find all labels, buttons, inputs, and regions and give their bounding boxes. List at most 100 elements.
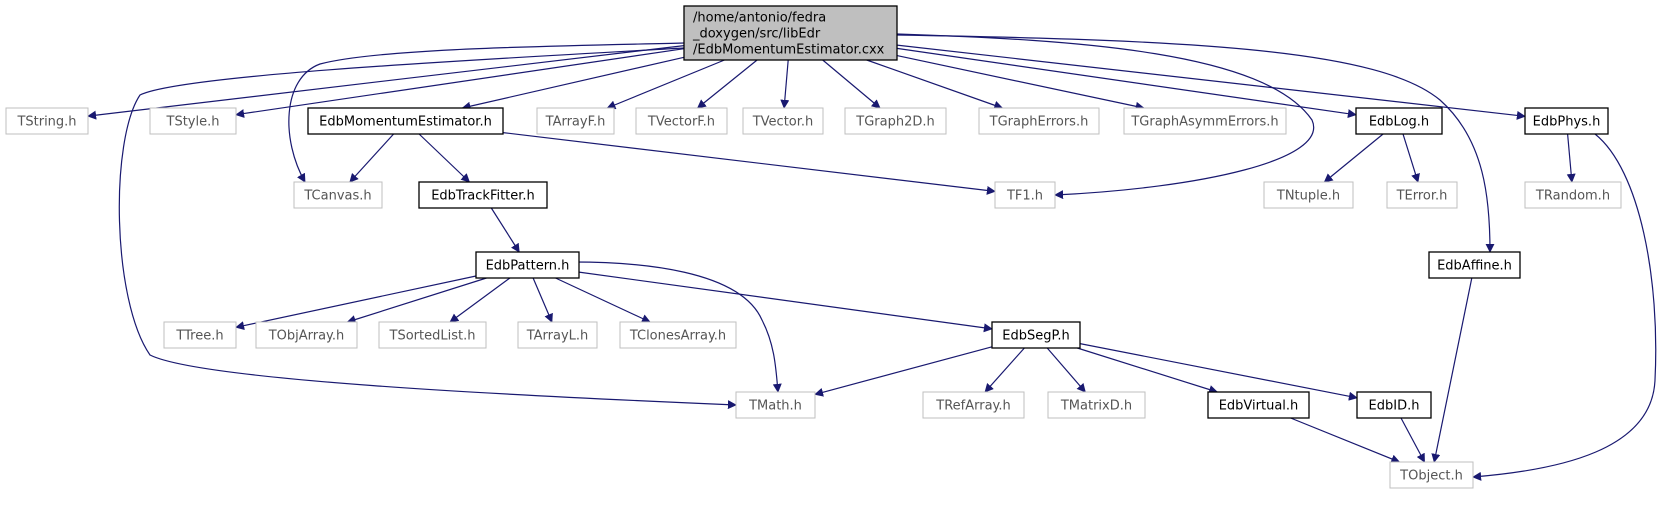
node-label: EdbPattern.h (486, 259, 570, 274)
node-box (1355, 107, 1443, 135)
node-EdbLog[interactable]: EdbLog.h (1355, 107, 1443, 135)
node-EdbVirtual[interactable]: EdbVirtual.h (1207, 391, 1310, 419)
edge-EdbLog-to-TError (1402, 133, 1420, 183)
edge-root-to-TVectorF (696, 59, 758, 109)
node-box (619, 321, 737, 349)
node-label: TClonesArray.h (629, 329, 726, 344)
node-label: TGraphAsymmErrors.h (1130, 115, 1278, 130)
node-label: TGraphErrors.h (989, 115, 1089, 130)
node-box (475, 251, 580, 279)
node-TF1[interactable]: TF1.h (994, 181, 1056, 209)
node-box (163, 321, 237, 349)
node-box (1524, 181, 1622, 209)
node-TCanvas[interactable]: TCanvas.h (293, 181, 383, 209)
root-file-node: /home/antonio/fedra_doxygen/src/libEdr/E… (683, 5, 898, 61)
node-EdbSegP[interactable]: EdbSegP.h (991, 321, 1081, 349)
node-TStyle[interactable]: TStyle.h (149, 107, 237, 135)
node-TRandom[interactable]: TRandom.h (1524, 181, 1622, 209)
edge-root-to-EdbPhys (896, 44, 1526, 120)
node-label: TRandom.h (1535, 189, 1610, 204)
node-TTree[interactable]: TTree.h (163, 321, 237, 349)
node-TNtuple[interactable]: TNtuple.h (1263, 181, 1354, 209)
node-label: EdbID.h (1369, 399, 1420, 414)
edge-root-to-TGraph2D (822, 59, 881, 109)
node-TGraph2D[interactable]: TGraph2D.h (844, 107, 947, 135)
node-box (536, 107, 615, 135)
edge-root-to-TF1 (896, 33, 1315, 200)
node-TArrayL[interactable]: TArrayL.h (517, 321, 598, 349)
node-label: TArrayL.h (526, 329, 589, 344)
edge-root-to-EdbAffine (896, 34, 1495, 253)
edge-EdbPhys-to-TRandom (1566, 133, 1576, 183)
node-label: TMath.h (748, 399, 802, 414)
node-label: EdbSegP.h (1002, 329, 1069, 344)
edge-EdbSegP-to-EdbID (1079, 343, 1358, 401)
root-file-label-line: _doxygen/src/libEdr (692, 27, 821, 42)
edge-EdbTrackFitter-to-EdbPattern (490, 207, 520, 253)
node-label: EdbAffine.h (1437, 259, 1512, 274)
edge-EdbSegP-to-EdbVirtual (1077, 347, 1219, 394)
node-EdbMomentumEstimator[interactable]: EdbMomentumEstimator.h (307, 107, 504, 135)
node-box (994, 181, 1056, 209)
node-label: TString.h (16, 115, 76, 130)
node-TClonesArray[interactable]: TClonesArray.h (619, 321, 737, 349)
edge-EdbSegP-to-TRefArray (984, 347, 1025, 393)
edge-EdbPattern-to-TMath (572, 261, 782, 393)
node-label: EdbTrackFitter.h (431, 189, 535, 204)
node-label: TRefArray.h (935, 399, 1011, 414)
node-TGraphAsymmErrors[interactable]: TGraphAsymmErrors.h (1123, 107, 1287, 135)
node-TMath[interactable]: TMath.h (735, 391, 816, 419)
node-box (1263, 181, 1354, 209)
node-label: EdbMomentumEstimator.h (319, 115, 492, 130)
node-label: TError.h (1396, 189, 1448, 204)
node-TRefArray[interactable]: TRefArray.h (922, 391, 1025, 419)
root-file-box (683, 5, 898, 61)
node-box (1524, 107, 1609, 135)
node-TError[interactable]: TError.h (1386, 181, 1458, 209)
node-label: TStyle.h (166, 115, 220, 130)
node-label: EdbPhys.h (1533, 115, 1601, 130)
node-TSortedList[interactable]: TSortedList.h (378, 321, 487, 349)
node-box (978, 107, 1100, 135)
node-label: TTree.h (175, 329, 223, 344)
edge-root-to-TGraphAsymmErrors (896, 55, 1145, 111)
node-TString[interactable]: TString.h (5, 107, 89, 135)
node-EdbPattern[interactable]: EdbPattern.h (475, 251, 580, 279)
edge-EdbPattern-to-TSortedList (449, 277, 511, 323)
edge-EdbAffine-to-TObject (1431, 277, 1473, 463)
node-EdbPhys[interactable]: EdbPhys.h (1524, 107, 1609, 135)
node-box (1123, 107, 1287, 135)
edge-EdbLog-to-TNtuple (1323, 133, 1384, 183)
node-box (1207, 391, 1310, 419)
node-TGraphErrors[interactable]: TGraphErrors.h (978, 107, 1100, 135)
node-box (1047, 391, 1146, 419)
root-file-label-line: /home/antonio/fedra (693, 11, 826, 26)
edge-EdbPhys-to-TObject (1472, 133, 1657, 481)
node-EdbAffine[interactable]: EdbAffine.h (1428, 251, 1521, 279)
node-TArrayF[interactable]: TArrayF.h (536, 107, 615, 135)
node-box (307, 107, 504, 135)
node-TVector[interactable]: TVector.h (742, 107, 824, 135)
edge-EdbPattern-to-TClonesArray (555, 277, 651, 323)
node-label: TNtuple.h (1276, 189, 1340, 204)
edge-root-to-TGraphErrors (866, 59, 1004, 110)
node-label: EdbVirtual.h (1219, 399, 1299, 414)
node-EdbID[interactable]: EdbID.h (1356, 391, 1432, 419)
node-label: TObjArray.h (268, 329, 345, 344)
node-label: TArrayF.h (545, 115, 606, 130)
edge-EdbVirtual-to-TObject (1290, 417, 1401, 464)
node-TObject[interactable]: TObject.h (1389, 461, 1474, 489)
node-label: TGraph2D.h (855, 115, 934, 130)
node-EdbTrackFitter[interactable]: EdbTrackFitter.h (418, 181, 548, 209)
edge-EdbMomentumEstimator-to-EdbTrackFitter (418, 133, 471, 183)
edge-root-to-TString (87, 45, 685, 120)
node-label: TVector.h (752, 115, 814, 130)
node-label: TF1.h (1006, 189, 1043, 204)
node-box (5, 107, 89, 135)
node-TObjArray[interactable]: TObjArray.h (255, 321, 358, 349)
edge-EdbMomentumEstimator-to-TF1 (502, 132, 996, 195)
node-TMatrixD[interactable]: TMatrixD.h (1047, 391, 1146, 419)
node-box (418, 181, 548, 209)
node-TVectorF[interactable]: TVectorF.h (635, 107, 728, 135)
node-box (149, 107, 237, 135)
